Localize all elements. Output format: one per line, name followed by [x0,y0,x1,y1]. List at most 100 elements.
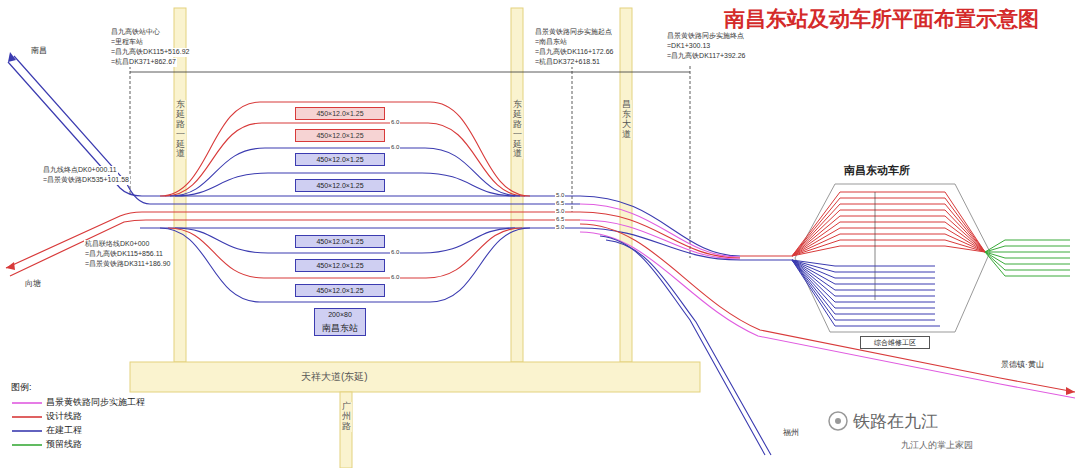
annotation-text: 向塘 [24,279,42,289]
track-line [580,204,740,257]
annotation-text: =昌景黄铁路DK535+101.58 [42,176,130,185]
arrowhead [6,262,15,270]
box-label: 450×12.0×1.25 [302,261,378,270]
platform-box: 450×12.0×1.25 [295,179,385,192]
platform-box: 450×12.0×1.25 [295,129,385,142]
legend-swatch [12,441,42,449]
legend-row: 在建工程 [12,424,82,437]
track-line [580,232,1075,398]
diagram-title: 南昌东站及动车所平面布置示意图 [724,6,1039,32]
annotation-text: 南昌 [30,46,48,56]
leader-line [690,66,691,258]
track-line [792,260,935,314]
logo-circle [829,412,847,430]
annotation-text: =昌九高铁DK115+856.11 [84,250,164,259]
legend-row: 昌景黄铁路同步实施工程 [12,396,145,409]
track-spacing: 6.0 [390,249,400,257]
platform-box: 450×12.0×1.25 [295,235,385,248]
road [130,362,700,392]
annotation-text: =杭昌DK372+618.51 [534,58,601,67]
road [340,392,352,468]
road [620,8,632,362]
note-text: 铁路在九江 [852,411,939,432]
depot-approach [580,196,1075,455]
depot-red-tracks [792,192,985,300]
track-line [792,192,985,256]
road [511,8,523,362]
legend-text: 预留线路 [46,438,82,451]
track-line [792,240,985,256]
platform-box: 450×12.0×1.25 [295,284,385,297]
legend-swatch [12,427,42,435]
track-line [580,228,740,260]
track-spacing: 5.0 [555,208,565,216]
legend-swatch [12,413,42,421]
arrowhead [8,52,16,62]
annotation-text: =昌九高铁DK115+516.92 [110,48,190,57]
road-name: 东延路一延道 [175,100,186,159]
road-name: 东延路一延道 [512,100,523,159]
annotation-text: =昌景黄铁路DK311+186.90 [84,260,171,269]
station-building: 200×80南昌东站 [314,308,366,336]
maintenance-area-box: 综合维修工区 [860,336,930,349]
track-line [985,240,1070,252]
legend-text: 在建工程 [46,424,82,437]
box-label: 450×12.0×1.25 [302,131,378,140]
annotation-text: 杭昌联络线DK0+000 [84,240,150,249]
box-label: 450×12.0×1.25 [302,109,378,118]
annotation-text: =里程车站 [110,38,144,47]
platform-box: 450×12.0×1.25 [295,107,385,120]
track-line [792,260,935,290]
box-label: 450×12.0×1.25 [302,237,378,246]
legend-row: 预留线路 [12,438,82,451]
annotation-text: 景德镇·黄山 [1000,360,1045,370]
track-spacing: 6.0 [390,274,400,282]
box-label: 450×12.0×1.25 [302,181,378,190]
reserved-tracks [985,240,1070,276]
track-line [8,62,580,196]
annotation-text: 天祥大道(东延) [300,371,369,384]
logo-dot [835,418,841,424]
track-line [160,102,530,196]
dimension-line [130,72,690,73]
annotation-text: 福州 [782,428,800,438]
box-label: 450×12.0×1.25 [302,286,378,295]
legend-row: 设计线路 [12,410,82,423]
road-name: 昌东大道 [621,100,632,140]
annotation-text: =昌九高铁DK117+392.26 [666,52,746,61]
track-spacing: 5.0 [555,192,565,200]
legend-line [12,402,42,404]
track-line [792,260,935,320]
legend-text: 设计线路 [46,410,82,423]
approach-lines [6,52,580,276]
annotation-text: =昌九高铁DK116+172.66 [534,48,614,57]
station-tracks [160,102,530,302]
annotation-text: 昌景黄铁路同步实施起点 [534,28,613,37]
track-spacing: 6.0 [390,119,400,127]
track-line [985,252,1070,253]
track-line [600,236,765,455]
track-line [792,260,935,302]
box-label: 综合维修工区 [867,338,923,347]
track-spacing: 6.0 [390,144,400,152]
track-line [165,123,525,196]
track-line [792,260,935,308]
box-label: 450×12.0×1.25 [302,155,378,164]
track-line [985,252,1070,258]
track-line [792,210,985,256]
depot [792,184,1070,332]
note-text: 南昌东动车所 [843,164,911,178]
legend-line [12,416,42,418]
track-line [606,240,771,455]
track-line [792,246,985,256]
track-line [985,252,1070,264]
leader-line [572,66,573,212]
platform-box: 450×12.0×1.25 [295,153,385,166]
track-line [175,228,515,253]
track-line [792,260,935,266]
track-line [168,228,522,278]
track-line [985,246,1070,252]
track-line [580,224,1075,392]
